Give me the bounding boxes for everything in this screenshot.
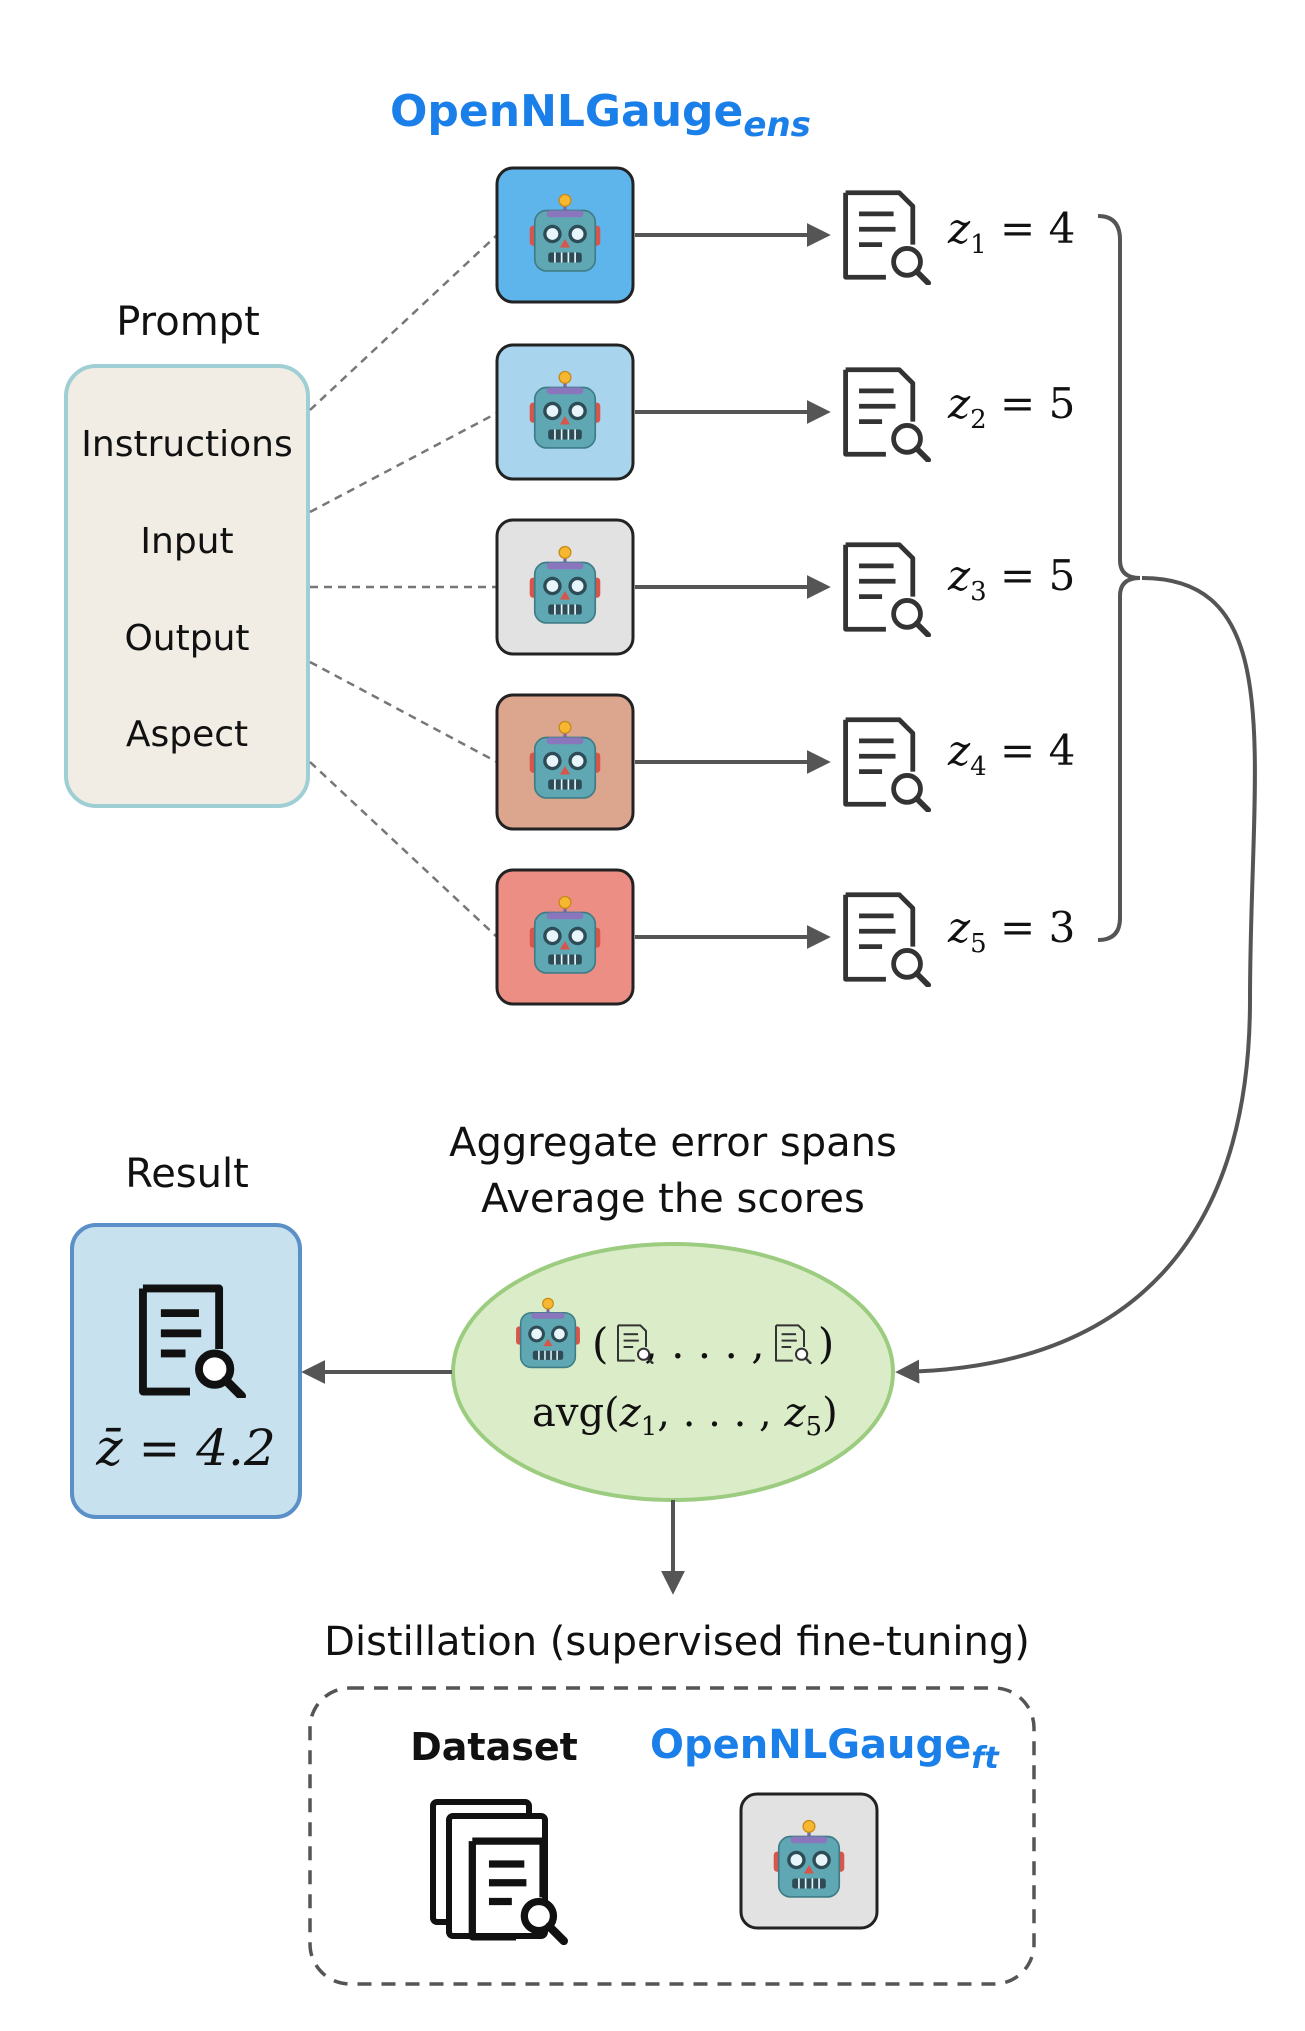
document-search-icon	[846, 370, 929, 460]
aggregate-line-2: Average the scores	[481, 1176, 865, 1222]
score-brace	[1097, 214, 1141, 942]
score-label-5: z5 = 3	[947, 903, 1075, 959]
prompt-box	[64, 364, 310, 808]
aggregate-line-1: Aggregate error spans	[449, 1120, 897, 1166]
prompt-title: Prompt	[116, 299, 260, 345]
model-row-2: z2 = 5	[495, 343, 1075, 481]
document-search-icon	[846, 193, 929, 283]
model-row-1: z1 = 4	[495, 166, 1075, 304]
document-search-icon	[846, 720, 929, 810]
result-box	[70, 1223, 302, 1519]
aggregate-arrow	[895, 576, 1257, 1384]
prompt-item-output: Output	[124, 618, 249, 659]
model-row-4: z4 = 4	[495, 693, 1075, 831]
result-score: z̄ = 4.2	[95, 1419, 276, 1477]
aggregate-formula-2: avg(z1, . . . , z5)	[532, 1390, 838, 1442]
result-title: Result	[125, 1151, 249, 1197]
document-search-icon	[846, 545, 929, 635]
document-search-icon	[846, 895, 929, 985]
documents-stack-icon	[430, 1799, 564, 1941]
distillation-box	[308, 1686, 1036, 1986]
aggregation-ellipse	[451, 1242, 895, 1502]
model-row-3: z3 = 5	[495, 518, 1075, 656]
distillation-title: Distillation (supervised fine-tuning)	[324, 1619, 1030, 1665]
aggregate-formula-1: (, . . . , )	[592, 1319, 834, 1368]
prompt-item-input: Input	[140, 521, 233, 562]
finetuned-model-title: OpenNLGaugeft	[650, 1722, 1000, 1776]
prompt-connectors	[309, 234, 498, 938]
dataset-label: Dataset	[410, 1725, 578, 1769]
model-row-5: z5 = 3	[495, 868, 1075, 1006]
ensemble-title: OpenNLGaugeens	[390, 86, 811, 145]
prompt-item-instructions: Instructions	[81, 424, 292, 465]
score-label-4: z4 = 4	[947, 726, 1075, 782]
prompt-item-aspect: Aspect	[126, 714, 248, 755]
score-label-2: z2 = 5	[947, 379, 1075, 435]
score-label-1: z1 = 4	[947, 204, 1075, 260]
score-label-3: z3 = 5	[947, 551, 1075, 607]
